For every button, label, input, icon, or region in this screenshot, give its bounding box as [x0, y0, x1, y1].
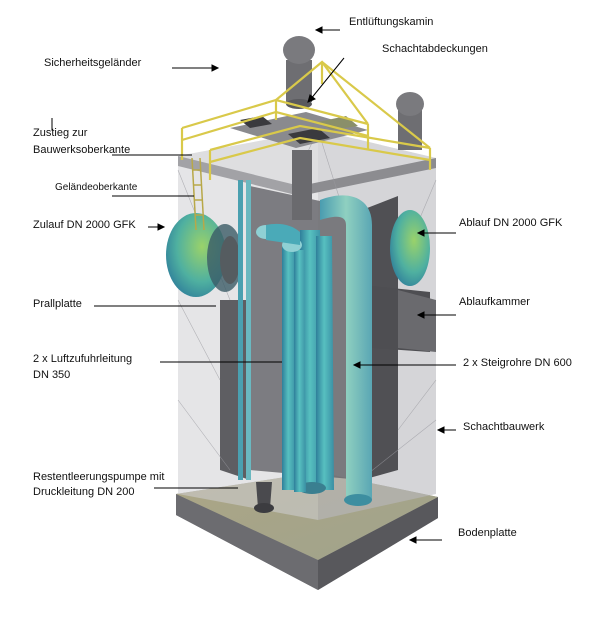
air-supply-pipes: [256, 223, 306, 492]
label-ablauf: Ablauf DN 2000 GFK: [459, 217, 563, 229]
label-sicherheitsgelaender: Sicherheitsgeländer: [44, 57, 142, 69]
label-ablaufkammer: Ablaufkammer: [459, 296, 530, 308]
drain-pump: [238, 180, 274, 513]
label-prallplatte: Prallplatte: [33, 298, 82, 310]
access-ladder: [191, 157, 205, 231]
outflow-pipe: [390, 210, 430, 286]
inflow-pipe: [166, 213, 243, 297]
label-zulauf: Zulauf DN 2000 GFK: [33, 219, 136, 231]
vent-chimney: [283, 36, 424, 150]
label-pumpe-line1: Restentleerungspumpe mit: [33, 471, 165, 483]
rising-pipes: [298, 195, 372, 506]
label-gelaendeoberkante: Geländeoberkante: [55, 182, 138, 193]
label-zustieg-line2: Bauwerksoberkante: [33, 144, 131, 156]
label-steigrohre: 2 x Steigrohre DN 600: [463, 357, 572, 369]
label-pumpe-line2: Druckleitung DN 200: [33, 486, 135, 498]
label-schachtabdeckungen: Schachtabdeckungen: [382, 43, 488, 55]
label-bodenplatte: Bodenplatte: [458, 527, 517, 539]
leader-lines: [51, 26, 456, 544]
top-deck: [230, 112, 368, 220]
label-luftzufuhr-line2: DN 350: [33, 369, 71, 381]
label-entlueftungskamin: Entlüftungskamin: [349, 16, 434, 28]
label-schachtbauwerk: Schachtbauwerk: [463, 421, 545, 433]
label-zustieg-line1: Zustieg zur: [33, 127, 88, 139]
safety-railing: [180, 60, 432, 180]
label-luftzufuhr-line1: 2 x Luftzufuhrleitung: [33, 353, 133, 365]
